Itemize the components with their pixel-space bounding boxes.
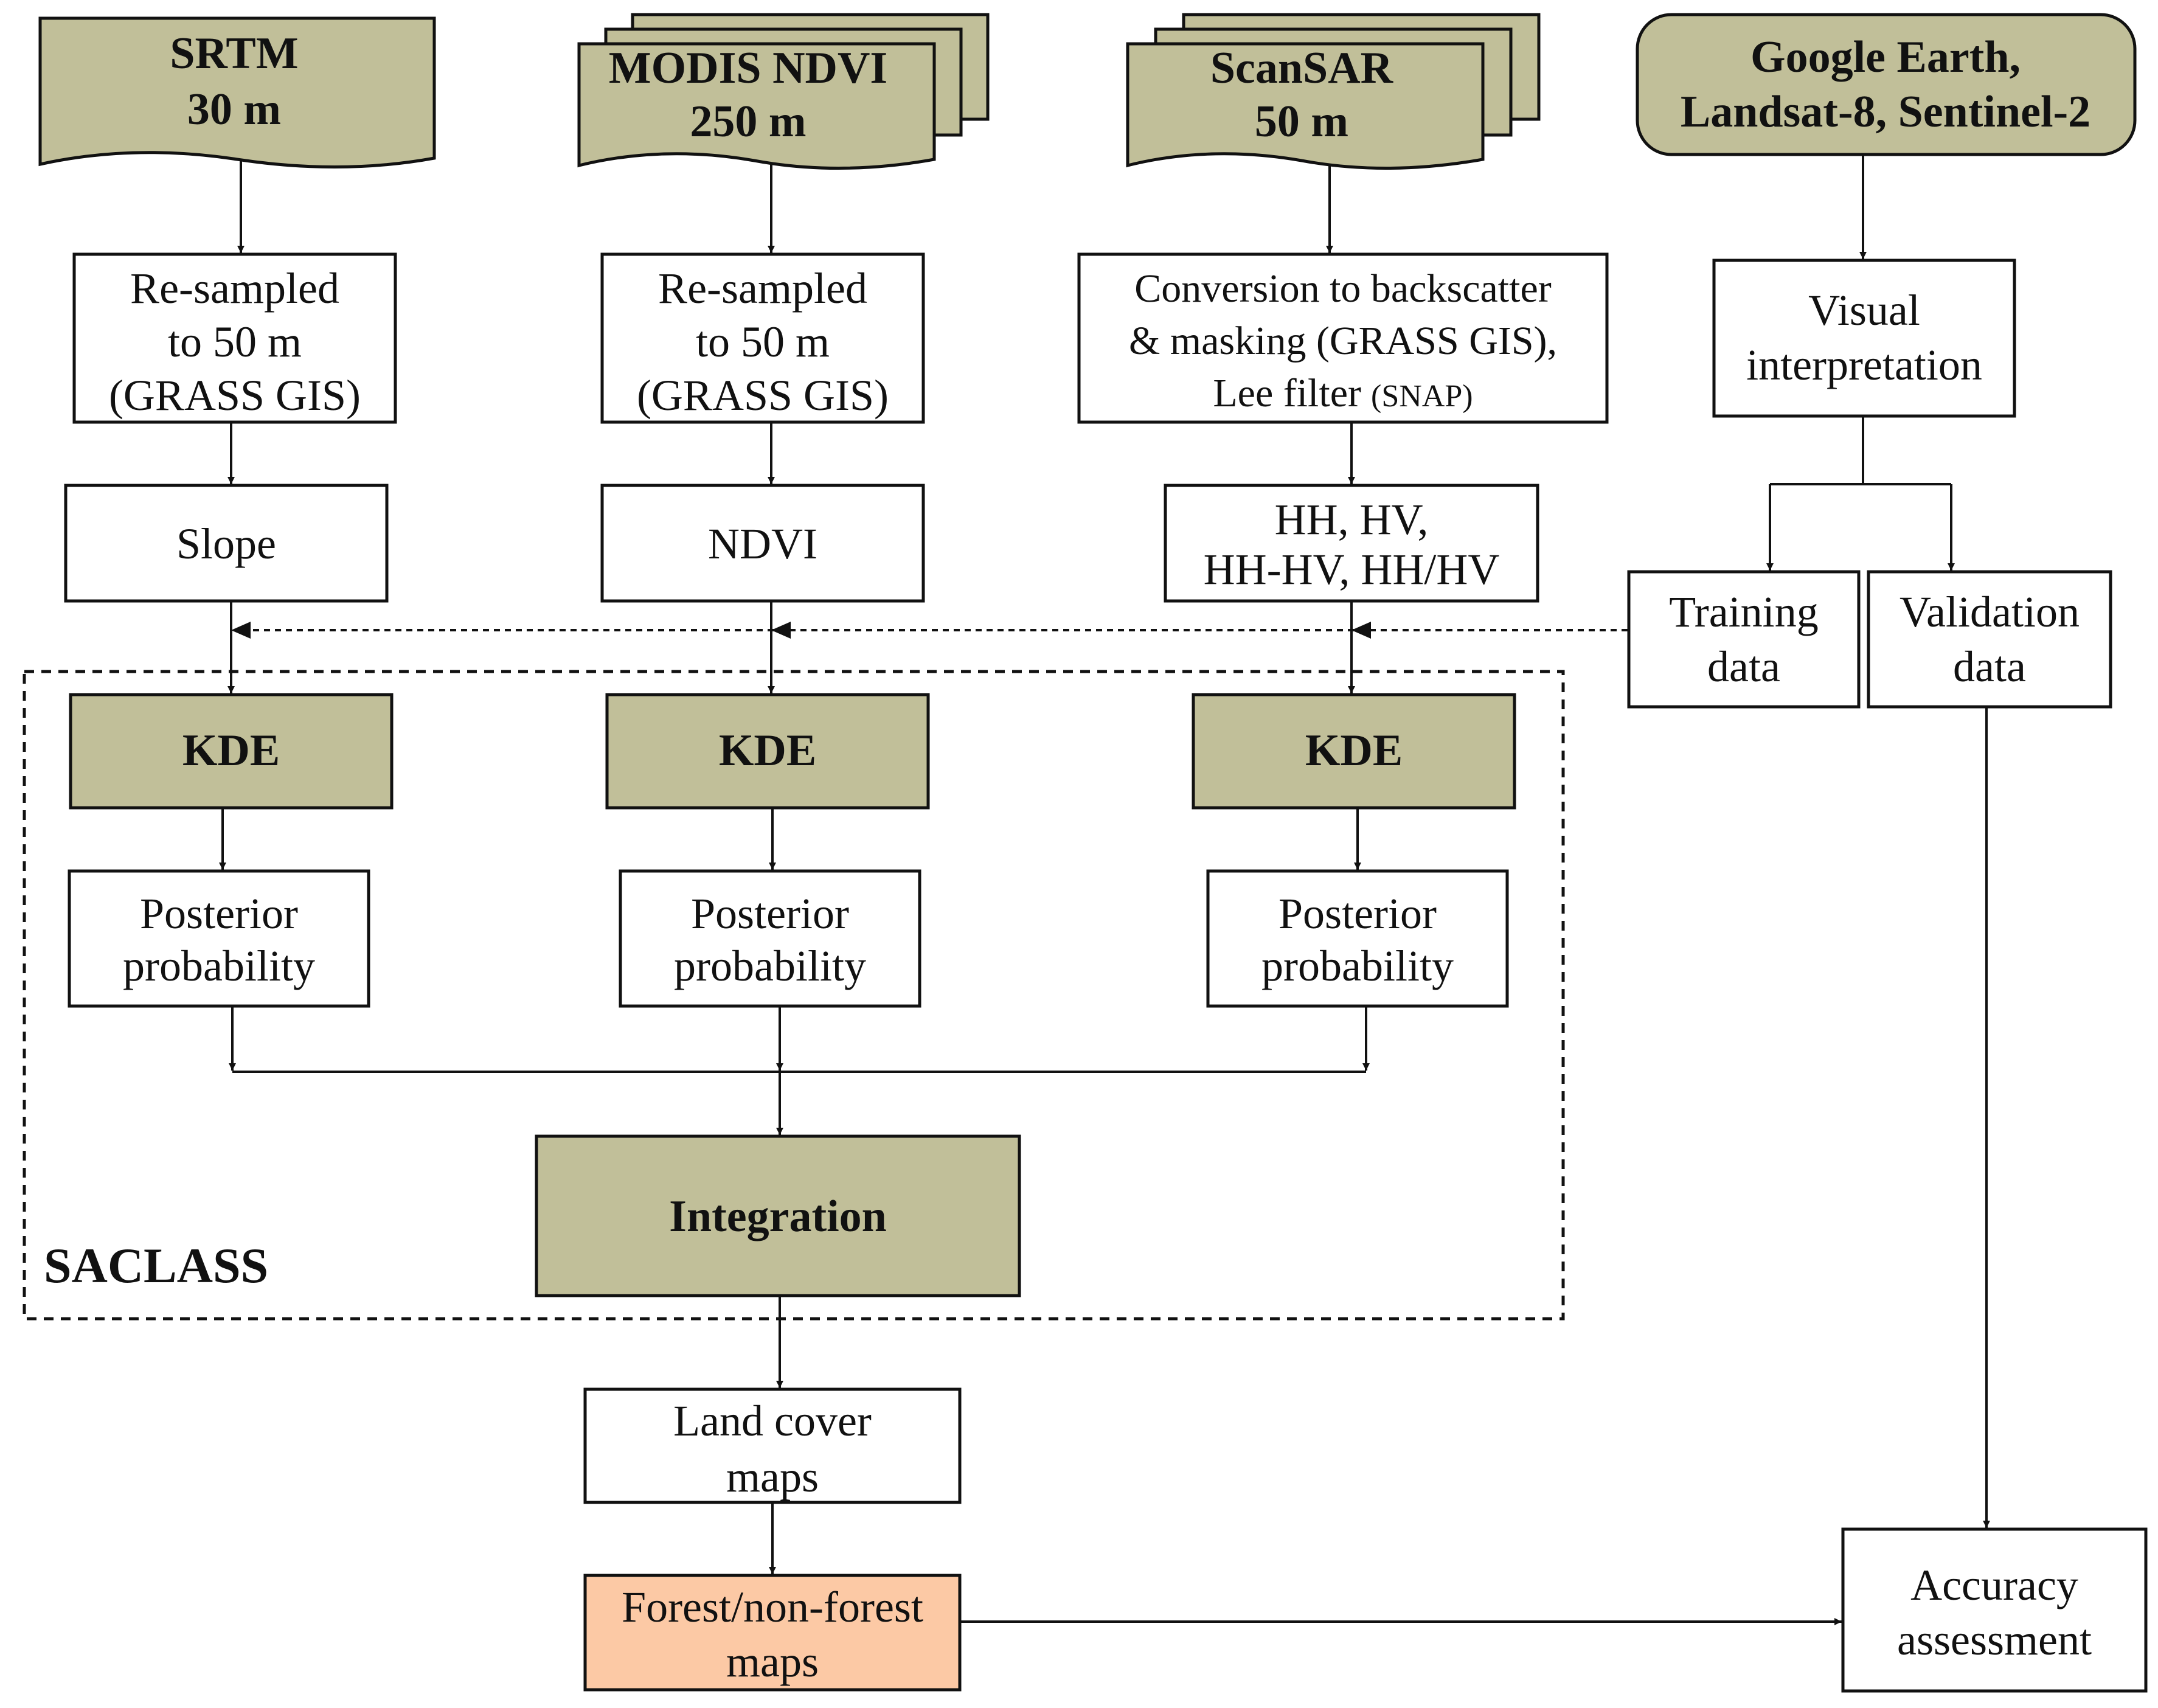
visual-interpretation-box: Visual interpretation [1712, 259, 2016, 418]
svg-text:Land cover: Land cover [673, 1397, 872, 1445]
svg-text:Forest/non-forest: Forest/non-forest [622, 1583, 923, 1631]
google-shape [1636, 13, 2137, 156]
training-data-box: Training data [1627, 570, 1861, 709]
connectors [219, 156, 1990, 1625]
svg-text:HH-HV, HH/HV: HH-HV, HH/HV [1204, 545, 1500, 594]
svg-text:Integration: Integration [669, 1192, 887, 1241]
google-label-2: Landsat-8, Sentinel-2 [1681, 87, 2090, 137]
training-feed-heads [231, 622, 1371, 639]
scansar-label-1: ScanSAR [1210, 43, 1394, 93]
modis-shape [577, 42, 936, 170]
svg-text:KDE: KDE [1305, 726, 1403, 776]
srtm-shape [38, 16, 436, 169]
svg-text:Re-sampled: Re-sampled [658, 264, 867, 313]
svg-text:Slope: Slope [176, 519, 276, 568]
polarization-box: HH, HV, HH-HV, HH/HV [1164, 484, 1539, 603]
svg-text:Posterior: Posterior [691, 889, 849, 938]
dashed-arrowhead-2 [771, 622, 791, 639]
svg-text:assessment: assessment [1897, 1616, 2092, 1664]
svg-text:to 50 m: to 50 m [168, 318, 302, 366]
svg-text:Conversion to backscatter: Conversion to backscatter [1134, 266, 1551, 311]
svg-text:Posterior: Posterior [1278, 889, 1437, 938]
landcover-box: Land cover maps [583, 1387, 962, 1504]
kde-box-3: KDE [1192, 693, 1516, 810]
modis-label-1: MODIS NDVI [609, 43, 887, 93]
svg-text:& masking (GRASS GIS),: & masking (GRASS GIS), [1129, 319, 1557, 363]
forest-map-box: Forest/non-forest maps [583, 1574, 962, 1692]
svg-text:Accuracy: Accuracy [1910, 1561, 2078, 1609]
conversion-box: Conversion to backscatter & masking (GRA… [1077, 252, 1609, 424]
validation-data-box: Validation data [1867, 570, 2112, 709]
svg-text:probability: probability [1261, 942, 1454, 990]
posterior-box-1: Posterior probability [68, 869, 370, 1008]
dashed-arrowhead-3 [1351, 622, 1371, 639]
saclass-container [23, 670, 1565, 1321]
svg-text:probability: probability [674, 942, 866, 990]
resample-srtm-box: Re-sampled to 50 m (GRASS GIS) [72, 252, 397, 424]
svg-text:Visual: Visual [1808, 286, 1920, 335]
svg-text:data: data [1953, 642, 2026, 691]
accuracy-box: Accuracy assessment [1841, 1527, 2148, 1693]
svg-text:data: data [1707, 642, 1780, 691]
svg-text:(GRASS GIS): (GRASS GIS) [637, 371, 889, 420]
svg-text:(GRASS GIS): (GRASS GIS) [109, 371, 361, 420]
resample-modis-box: Re-sampled to 50 m (GRASS GIS) [600, 252, 925, 424]
svg-text:KDE: KDE [182, 726, 280, 776]
kde-box-1: KDE [69, 693, 394, 810]
svg-text:NDVI: NDVI [708, 519, 817, 568]
svg-text:to 50 m: to 50 m [696, 318, 830, 366]
svg-text:Posterior: Posterior [140, 889, 298, 938]
google-source: Google Earth, Landsat-8, Sentinel-2 [1636, 13, 2137, 156]
saclass-label: SACLASS [44, 1238, 268, 1293]
kde-box-2: KDE [605, 693, 930, 810]
google-label-1: Google Earth, [1750, 32, 2021, 82]
posterior-box-3: Posterior probability [1206, 869, 1509, 1008]
svg-text:(SNAP): (SNAP) [1371, 379, 1473, 414]
svg-text:maps: maps [726, 1637, 819, 1686]
svg-text:Validation: Validation [1900, 588, 2080, 636]
svg-text:probability: probability [123, 942, 315, 990]
scansar-label-2: 50 m [1255, 97, 1348, 147]
modis-label-2: 250 m [690, 97, 806, 147]
svg-text:interpretation: interpretation [1746, 341, 1982, 389]
posterior-box-2: Posterior probability [619, 869, 921, 1008]
modis-source: MODIS NDVI 250 m [577, 13, 990, 170]
svg-text:Lee filter: Lee filter [1213, 371, 1361, 415]
ndvi-box: NDVI [600, 484, 925, 603]
slope-box: Slope [64, 484, 389, 603]
scansar-source: ScanSAR 50 m [1126, 13, 1541, 170]
scansar-shape [1126, 42, 1485, 170]
svg-text:maps: maps [726, 1453, 819, 1501]
integration-box: Integration [535, 1134, 1021, 1297]
srtm-source: SRTM 30 m [38, 16, 436, 169]
srtm-label-2: 30 m [187, 85, 281, 134]
svg-text:Re-sampled: Re-sampled [130, 264, 339, 313]
srtm-label-1: SRTM [170, 29, 298, 78]
svg-text:HH, HV,: HH, HV, [1275, 495, 1429, 544]
dashed-arrowhead-1 [231, 622, 251, 639]
svg-text:KDE: KDE [719, 726, 816, 776]
svg-text:Training: Training [1669, 588, 1818, 636]
